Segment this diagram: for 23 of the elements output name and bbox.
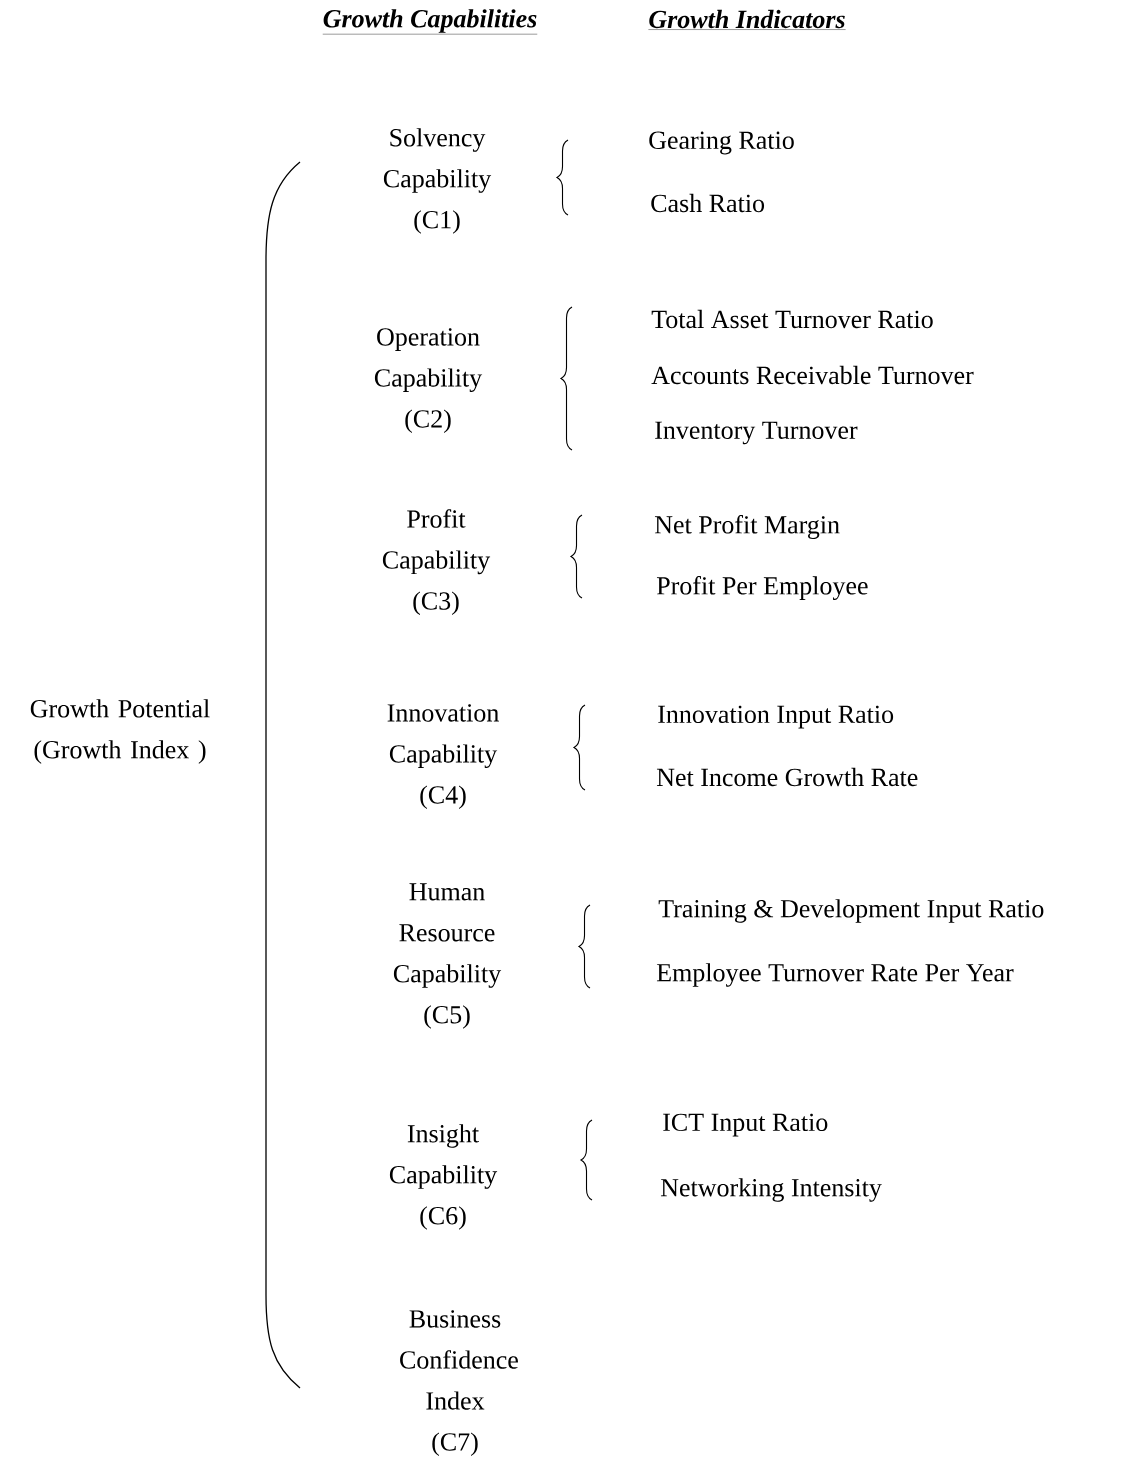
- indicator-label: Accounts Receivable Turnover: [651, 365, 974, 385]
- indicator-label: Networking Intensity: [660, 1178, 882, 1202]
- capability-label: Human Resource Capability (C5): [393, 883, 502, 1029]
- capability-label: Operation Capability (C2): [374, 328, 483, 433]
- indicator-label: Training & Development Input Ratio: [658, 899, 1044, 923]
- capability-label: Business Confidence Index (C7): [400, 1310, 518, 1456]
- indicator-label: Gearing Ratio: [649, 131, 794, 155]
- indicator-label: ICT Input Ratio: [663, 1113, 828, 1137]
- column-heading: Growth Indicators: [648, 9, 846, 30]
- capability-label: Innovation Capability (C4): [387, 704, 499, 809]
- capability-label: Solvency Capability (C1): [383, 128, 492, 234]
- indicator-label: Inventory Turnover: [655, 421, 858, 445]
- root-label: Growth Potential (Growth Index ): [30, 699, 210, 764]
- column-heading: Growth Capabilities: [322, 9, 538, 35]
- indicator-label: Net Profit Margin: [654, 515, 840, 539]
- indicator-label: Innovation Input Ratio: [658, 705, 894, 729]
- indicator-label: Employee Turnover Rate Per Year: [656, 963, 1014, 987]
- capability-label: Profit Capability (C3): [382, 509, 491, 616]
- indicator-label: Cash Ratio: [651, 193, 765, 213]
- indicator-label: Net Income Growth Rate: [656, 767, 918, 787]
- capability-label: Insight Capability (C6): [389, 1124, 498, 1230]
- indicator-label: Total Asset Turnover Ratio: [651, 309, 933, 329]
- indicator-label: Profit Per Employee: [656, 576, 868, 600]
